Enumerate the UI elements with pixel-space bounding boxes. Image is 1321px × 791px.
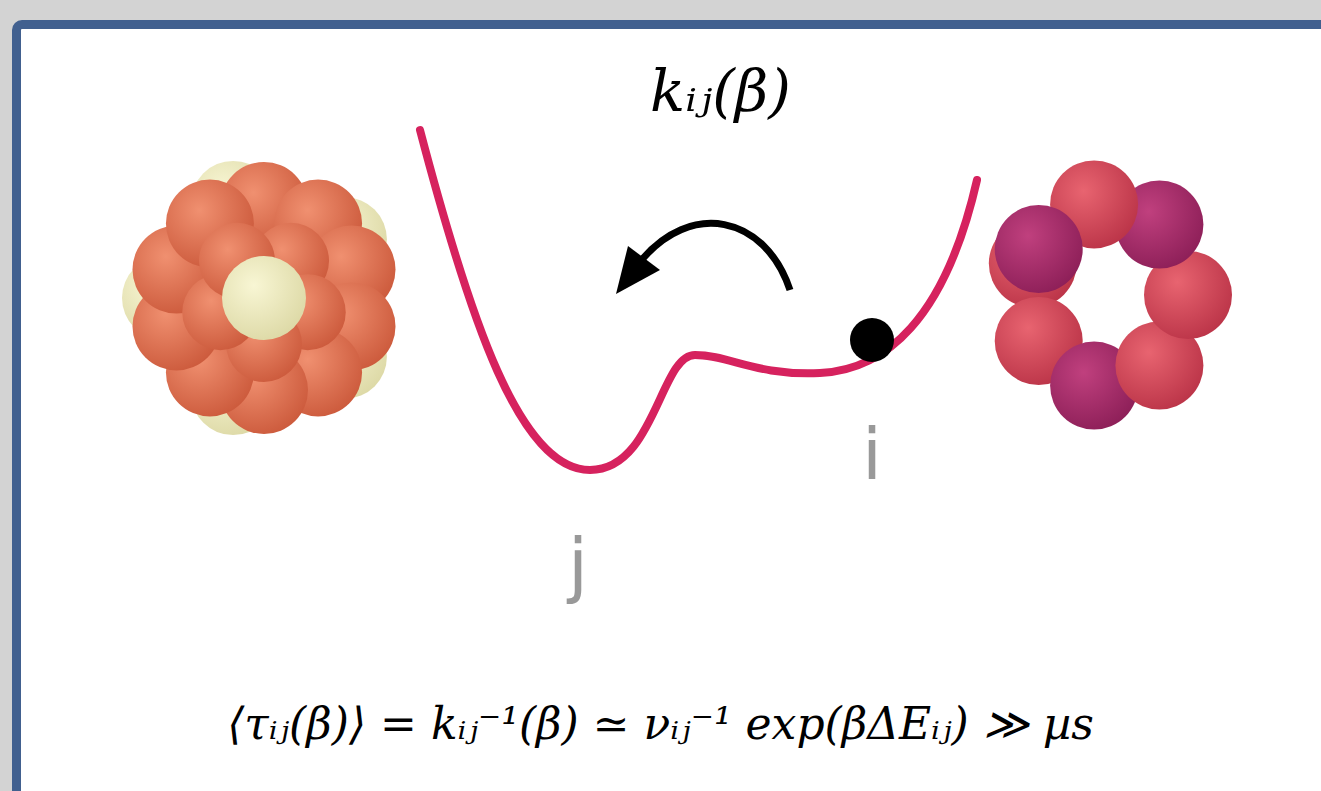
transition-arrow bbox=[640, 223, 790, 290]
arrow-head bbox=[616, 246, 660, 294]
energy-curve bbox=[420, 130, 977, 470]
icosahedral-cluster bbox=[122, 161, 395, 435]
state-label: i bbox=[862, 418, 882, 490]
atom-sphere bbox=[995, 205, 1083, 293]
rate-label: kᵢⱼ(β) bbox=[650, 62, 791, 120]
formula: ⟨τᵢⱼ(β)⟩ = kᵢⱼ⁻¹(β) ≃ νᵢⱼ⁻¹ exp(βΔEᵢⱼ) ≫… bbox=[227, 702, 1094, 746]
state-ball bbox=[850, 318, 894, 362]
state-label: j bbox=[568, 528, 588, 600]
atom-sphere bbox=[222, 256, 306, 340]
ring-cluster bbox=[989, 160, 1232, 429]
